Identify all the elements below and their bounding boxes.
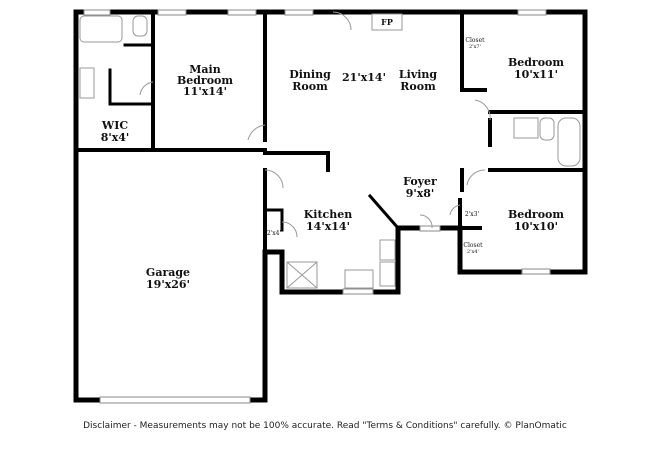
closet-top-label: Closet <box>465 37 485 44</box>
closet-top-size: 2'x7' <box>469 44 481 50</box>
wic-size: 8'x4' <box>101 131 130 144</box>
bathtub-icon <box>557 117 581 167</box>
toilet-icon <box>132 15 148 37</box>
dining-label: Dining <box>289 68 331 81</box>
living-size: 21'x14' <box>342 71 386 84</box>
sink-icon <box>513 117 539 139</box>
bedroom-top-label: Bedroom <box>508 56 564 69</box>
dining-label-2: Room <box>292 80 328 93</box>
windows <box>83 9 551 404</box>
garage-label: Garage <box>146 266 190 279</box>
living-label-2: Room <box>400 80 436 93</box>
sink-icon <box>79 67 95 99</box>
fireplace-label: FP <box>381 17 393 27</box>
bedroom-bottom-label: Bedroom <box>508 208 564 221</box>
pantry-size: 2'x4' <box>267 230 282 237</box>
closet-bottom-size: 2'x4' <box>467 249 479 255</box>
bedroom-top-size: 10'x11' <box>514 68 558 81</box>
kitchen-size: 14'x14' <box>306 220 350 233</box>
wic-label: WIC <box>101 119 128 132</box>
fireplace <box>371 13 403 31</box>
bedroom-bottom-size: 10'x10' <box>514 220 558 233</box>
disclaimer: Disclaimer - Measurements may not be 100… <box>83 421 567 431</box>
foyer-closet-size: 2'x3' <box>465 211 480 218</box>
main-bedroom-label: Main <box>189 63 220 76</box>
kitchen-label: Kitchen <box>304 208 353 221</box>
fixtures <box>79 11 581 289</box>
room-labels: Main Bedroom 11'x14' WIC 8'x4' Dining Ro… <box>101 17 565 291</box>
foyer-size: 9'x8' <box>406 187 435 200</box>
closet-bottom-label: Closet <box>463 242 483 249</box>
main-bedroom-label-2: Bedroom <box>177 74 233 87</box>
toilet-icon <box>539 117 555 141</box>
foyer-label: Foyer <box>403 175 437 188</box>
main-bedroom-size: 11'x14' <box>183 85 227 98</box>
living-label: Living <box>399 68 437 81</box>
garage-size: 19'x26' <box>146 278 190 291</box>
bathtub-icon <box>79 15 123 43</box>
